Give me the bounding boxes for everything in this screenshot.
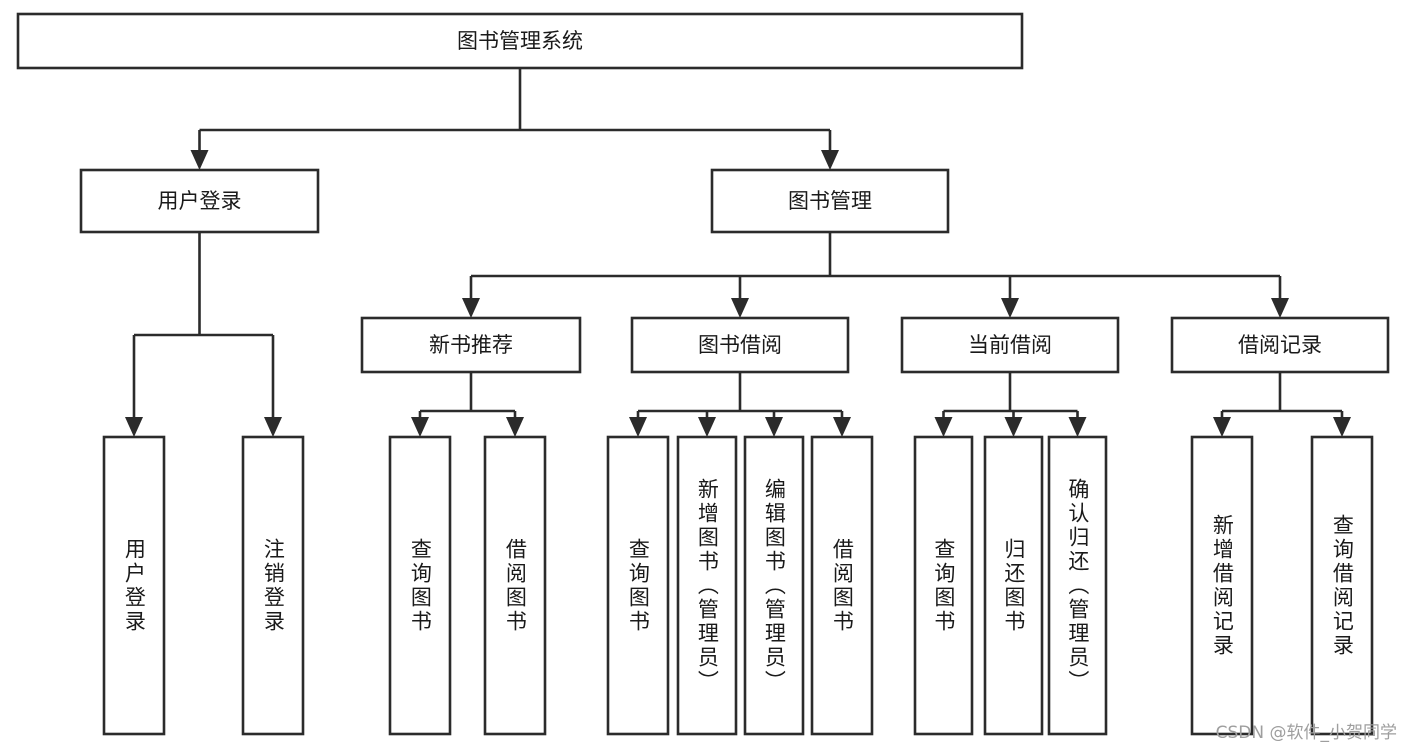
node-box-leaf-user-login[interactable] — [102, 435, 166, 736]
node-box-leaf-query-record[interactable] — [1310, 435, 1374, 736]
node-label-leaf-return-book: 归还图书 — [1001, 537, 1026, 634]
node-label-leaf-user-login: 用户登录 — [122, 537, 147, 634]
node-label-leaf-add-book: 新增图书（管理员） — [695, 477, 720, 694]
node-label-leaf-query-book-3: 查询图书 — [931, 537, 956, 634]
node-label-leaf-query-book-2: 查询图书 — [626, 537, 651, 634]
node-label-current-borrow: 当前借阅 — [968, 333, 1052, 357]
node-label-borrow-record: 借阅记录 — [1238, 333, 1322, 357]
node-label-leaf-borrow-book-2: 借阅图书 — [830, 537, 855, 634]
node-box-book-manage[interactable] — [710, 168, 950, 234]
watermark-text: CSDN @软件_小贺同学 — [1215, 723, 1397, 743]
node-label-new-book-recommend: 新书推荐 — [429, 333, 513, 357]
node-label-leaf-query-record: 查询借阅记录 — [1330, 513, 1355, 658]
arrow-head-icon — [264, 417, 282, 437]
node-box-leaf-borrow-book-1[interactable] — [483, 435, 547, 736]
node-label-leaf-user-logout: 注销登录 — [261, 537, 286, 634]
node-box-leaf-add-book[interactable] — [676, 435, 738, 736]
node-label-root: 图书管理系统 — [457, 29, 583, 53]
node-box-root[interactable] — [16, 12, 1024, 70]
arrow-head-icon — [833, 417, 851, 437]
node-box-leaf-query-book-1[interactable] — [388, 435, 452, 736]
arrow-head-icon — [698, 417, 716, 437]
arrow-head-icon — [629, 417, 647, 437]
node-box-leaf-add-record[interactable] — [1190, 435, 1254, 736]
node-box-current-borrow[interactable] — [900, 316, 1120, 374]
arrow-head-icon — [821, 150, 839, 170]
arrow-head-icon — [190, 150, 209, 170]
node-box-leaf-user-logout[interactable] — [241, 435, 305, 736]
node-label-user-login: 用户登录 — [158, 189, 242, 213]
arrow-head-icon — [462, 298, 480, 318]
arrow-head-icon — [1333, 417, 1351, 437]
node-box-leaf-query-book-2[interactable] — [606, 435, 670, 736]
arrow-head-icon — [1213, 417, 1231, 437]
connector-layer — [125, 68, 1351, 437]
node-box-leaf-return-book[interactable] — [983, 435, 1044, 736]
arrow-head-icon — [125, 417, 143, 437]
node-label-leaf-confirm-return: 确认归还（管理员） — [1065, 477, 1090, 694]
arrow-head-icon — [411, 417, 429, 437]
node-box-new-book-recommend[interactable] — [360, 316, 582, 374]
node-box-user-login[interactable] — [79, 168, 320, 234]
node-box-borrow-record[interactable] — [1170, 316, 1390, 374]
arrow-head-icon — [1271, 298, 1289, 318]
node-label-leaf-edit-book: 编辑图书（管理员） — [762, 477, 787, 694]
node-box-leaf-edit-book[interactable] — [743, 435, 805, 736]
arrow-head-icon — [1068, 417, 1087, 437]
node-label-book-manage: 图书管理 — [788, 189, 872, 213]
node-label-leaf-borrow-book-1: 借阅图书 — [503, 537, 528, 634]
node-box-layer — [16, 12, 1390, 736]
arrow-head-icon — [506, 417, 524, 437]
node-box-leaf-query-book-3[interactable] — [913, 435, 974, 736]
node-box-leaf-confirm-return[interactable] — [1047, 435, 1108, 736]
node-label-book-borrow: 图书借阅 — [698, 333, 782, 357]
arrow-head-icon — [1004, 417, 1023, 437]
node-label-leaf-query-book-1: 查询图书 — [408, 537, 433, 634]
node-box-leaf-borrow-book-2[interactable] — [810, 435, 874, 736]
arrow-head-icon — [934, 417, 953, 437]
arrow-head-icon — [765, 417, 783, 437]
node-label-leaf-add-record: 新增借阅记录 — [1210, 513, 1235, 658]
arrow-head-icon — [1001, 298, 1019, 318]
node-box-book-borrow[interactable] — [630, 316, 850, 374]
arrow-head-icon — [731, 298, 749, 318]
